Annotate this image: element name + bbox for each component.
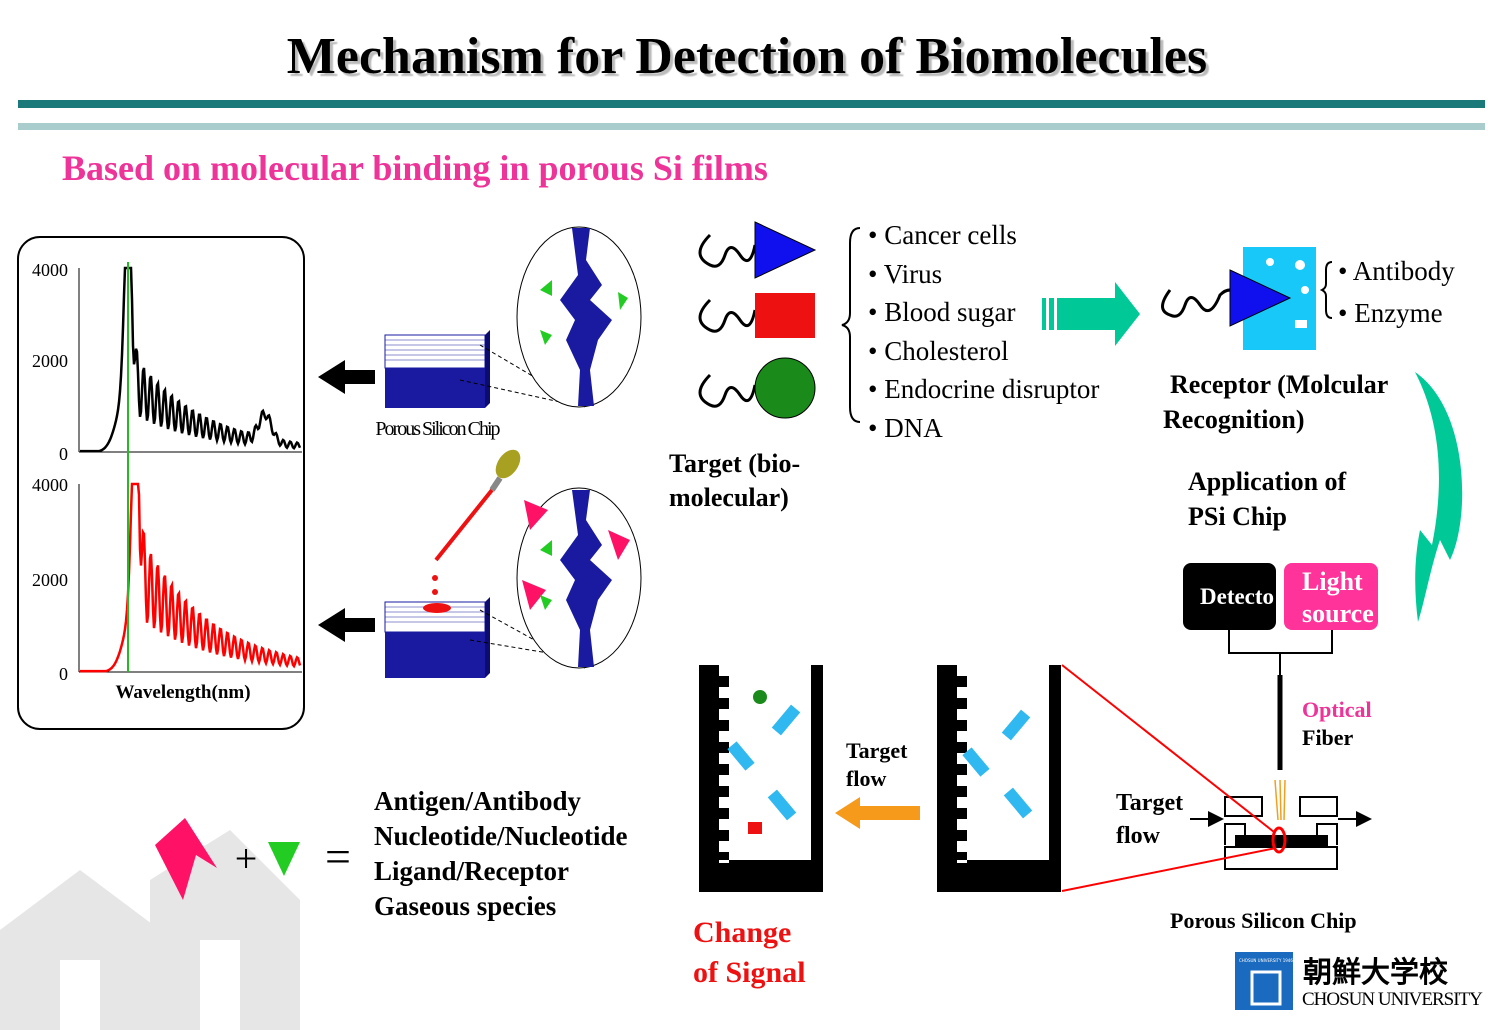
pore-after [699, 665, 823, 892]
title-rule-light [18, 123, 1485, 130]
pore-zoom-after [516, 487, 642, 669]
list-item: Gaseous species [374, 891, 556, 921]
receptors-in-pore [727, 690, 1033, 834]
receptor-caption: Recognition) [1163, 405, 1305, 434]
logo-seal-text: CHOSUN UNIVERSITY 1946 [1239, 958, 1293, 963]
list-item: • Blood sugar [868, 297, 1015, 327]
light-source-label: Light [1302, 567, 1363, 596]
list-item: • Cancer cells [868, 220, 1017, 250]
spectra-panel: 4000 2000 0 4000 2000 0 Wavelength(nm) [17, 236, 305, 730]
application-caption: Application of [1188, 467, 1347, 496]
spectrum-before [80, 266, 302, 453]
target-caption: molecular) [669, 483, 789, 512]
list-item: • Endocrine disruptor [868, 374, 1099, 404]
target-caption: Target (bio- [669, 449, 800, 478]
arrow-left-icon [318, 360, 375, 394]
receptor-caption: Receptor (Molcular [1170, 370, 1388, 399]
light-source-box [1284, 563, 1378, 630]
arrow-left-icon [835, 797, 920, 829]
logo-english: CHOSUN UNIVERSITY [1302, 989, 1483, 1010]
target-flow-label: flow [846, 766, 886, 791]
tick-label: 0 [59, 444, 68, 464]
chosun-university-logo: CHOSUN UNIVERSITY 1946 朝鮮大学校 CHOSUN UNIV… [1235, 952, 1484, 1010]
receptor-graphic [1161, 247, 1316, 350]
light-source-label: source [1302, 599, 1374, 628]
equals-sign: = [325, 831, 351, 882]
detector-label: Detecto [1200, 584, 1274, 609]
porous-chip-after [384, 597, 586, 678]
title-rule [18, 100, 1485, 108]
chip-label: Porous Silicon Chip [1170, 908, 1357, 933]
curved-arrow-icon [1415, 372, 1463, 622]
arrow-left-icon [318, 608, 375, 642]
tick-label: 4000 [32, 475, 68, 495]
change-of-signal: of Signal [693, 956, 806, 989]
tick-label: 2000 [32, 570, 68, 590]
list-item: • Enzyme [1338, 298, 1443, 328]
pore-wall [937, 665, 1061, 892]
subtitle: Based on molecular binding in porous Si … [62, 148, 768, 188]
detector-box [1183, 563, 1276, 630]
application-caption: PSi Chip [1188, 502, 1287, 531]
plus-sign: + [235, 836, 258, 881]
arrow-right-icon [1042, 282, 1140, 346]
target-molecules [698, 221, 817, 419]
list-item: • Antibody [1338, 256, 1455, 286]
target-flow-label: Target [846, 738, 908, 763]
chip-label: Porous Silicon Chip [375, 418, 500, 440]
zoom-line [1061, 664, 1275, 833]
x-axis-label: Wavelength(nm) [115, 682, 250, 703]
list-item: Nucleotide/Nucleotide [374, 821, 627, 851]
list-item: • Virus [868, 259, 942, 289]
list-item: Ligand/Receptor [374, 856, 569, 886]
tick-label: 4000 [32, 260, 68, 280]
target-flow-label: Target [1116, 790, 1183, 816]
target-list: • Cancer cells • Virus • Blood sugar • C… [868, 220, 1099, 443]
antigen-icon [155, 818, 217, 900]
tick-label: 2000 [32, 351, 68, 371]
page-title: Mechanism for Detection of Biomolecules [287, 28, 1207, 85]
pore-wall [699, 665, 823, 892]
antibody-icon [268, 842, 300, 876]
brace [841, 227, 861, 423]
fiber-label: Fiber [1302, 725, 1354, 750]
tick-label: 0 [59, 664, 68, 684]
brace [1319, 261, 1333, 319]
logo-hanja: 朝鮮大学校 [1303, 955, 1448, 989]
device-diagram: Detecto Light source Optical Fiber Targe… [1116, 563, 1378, 933]
list-item: • DNA [868, 413, 943, 443]
target-flow-label: flow [1116, 823, 1161, 849]
change-of-signal: Change [693, 916, 791, 949]
pore-zoom-before [516, 226, 642, 408]
list-item: • Cholesterol [868, 336, 1009, 366]
zoom-line [1061, 847, 1277, 892]
dropper-icon [432, 449, 521, 595]
list-item: Antigen/Antibody [374, 786, 582, 816]
spectrum-after [80, 482, 302, 673]
pore-before [937, 665, 1061, 892]
optical-label: Optical [1302, 697, 1372, 722]
